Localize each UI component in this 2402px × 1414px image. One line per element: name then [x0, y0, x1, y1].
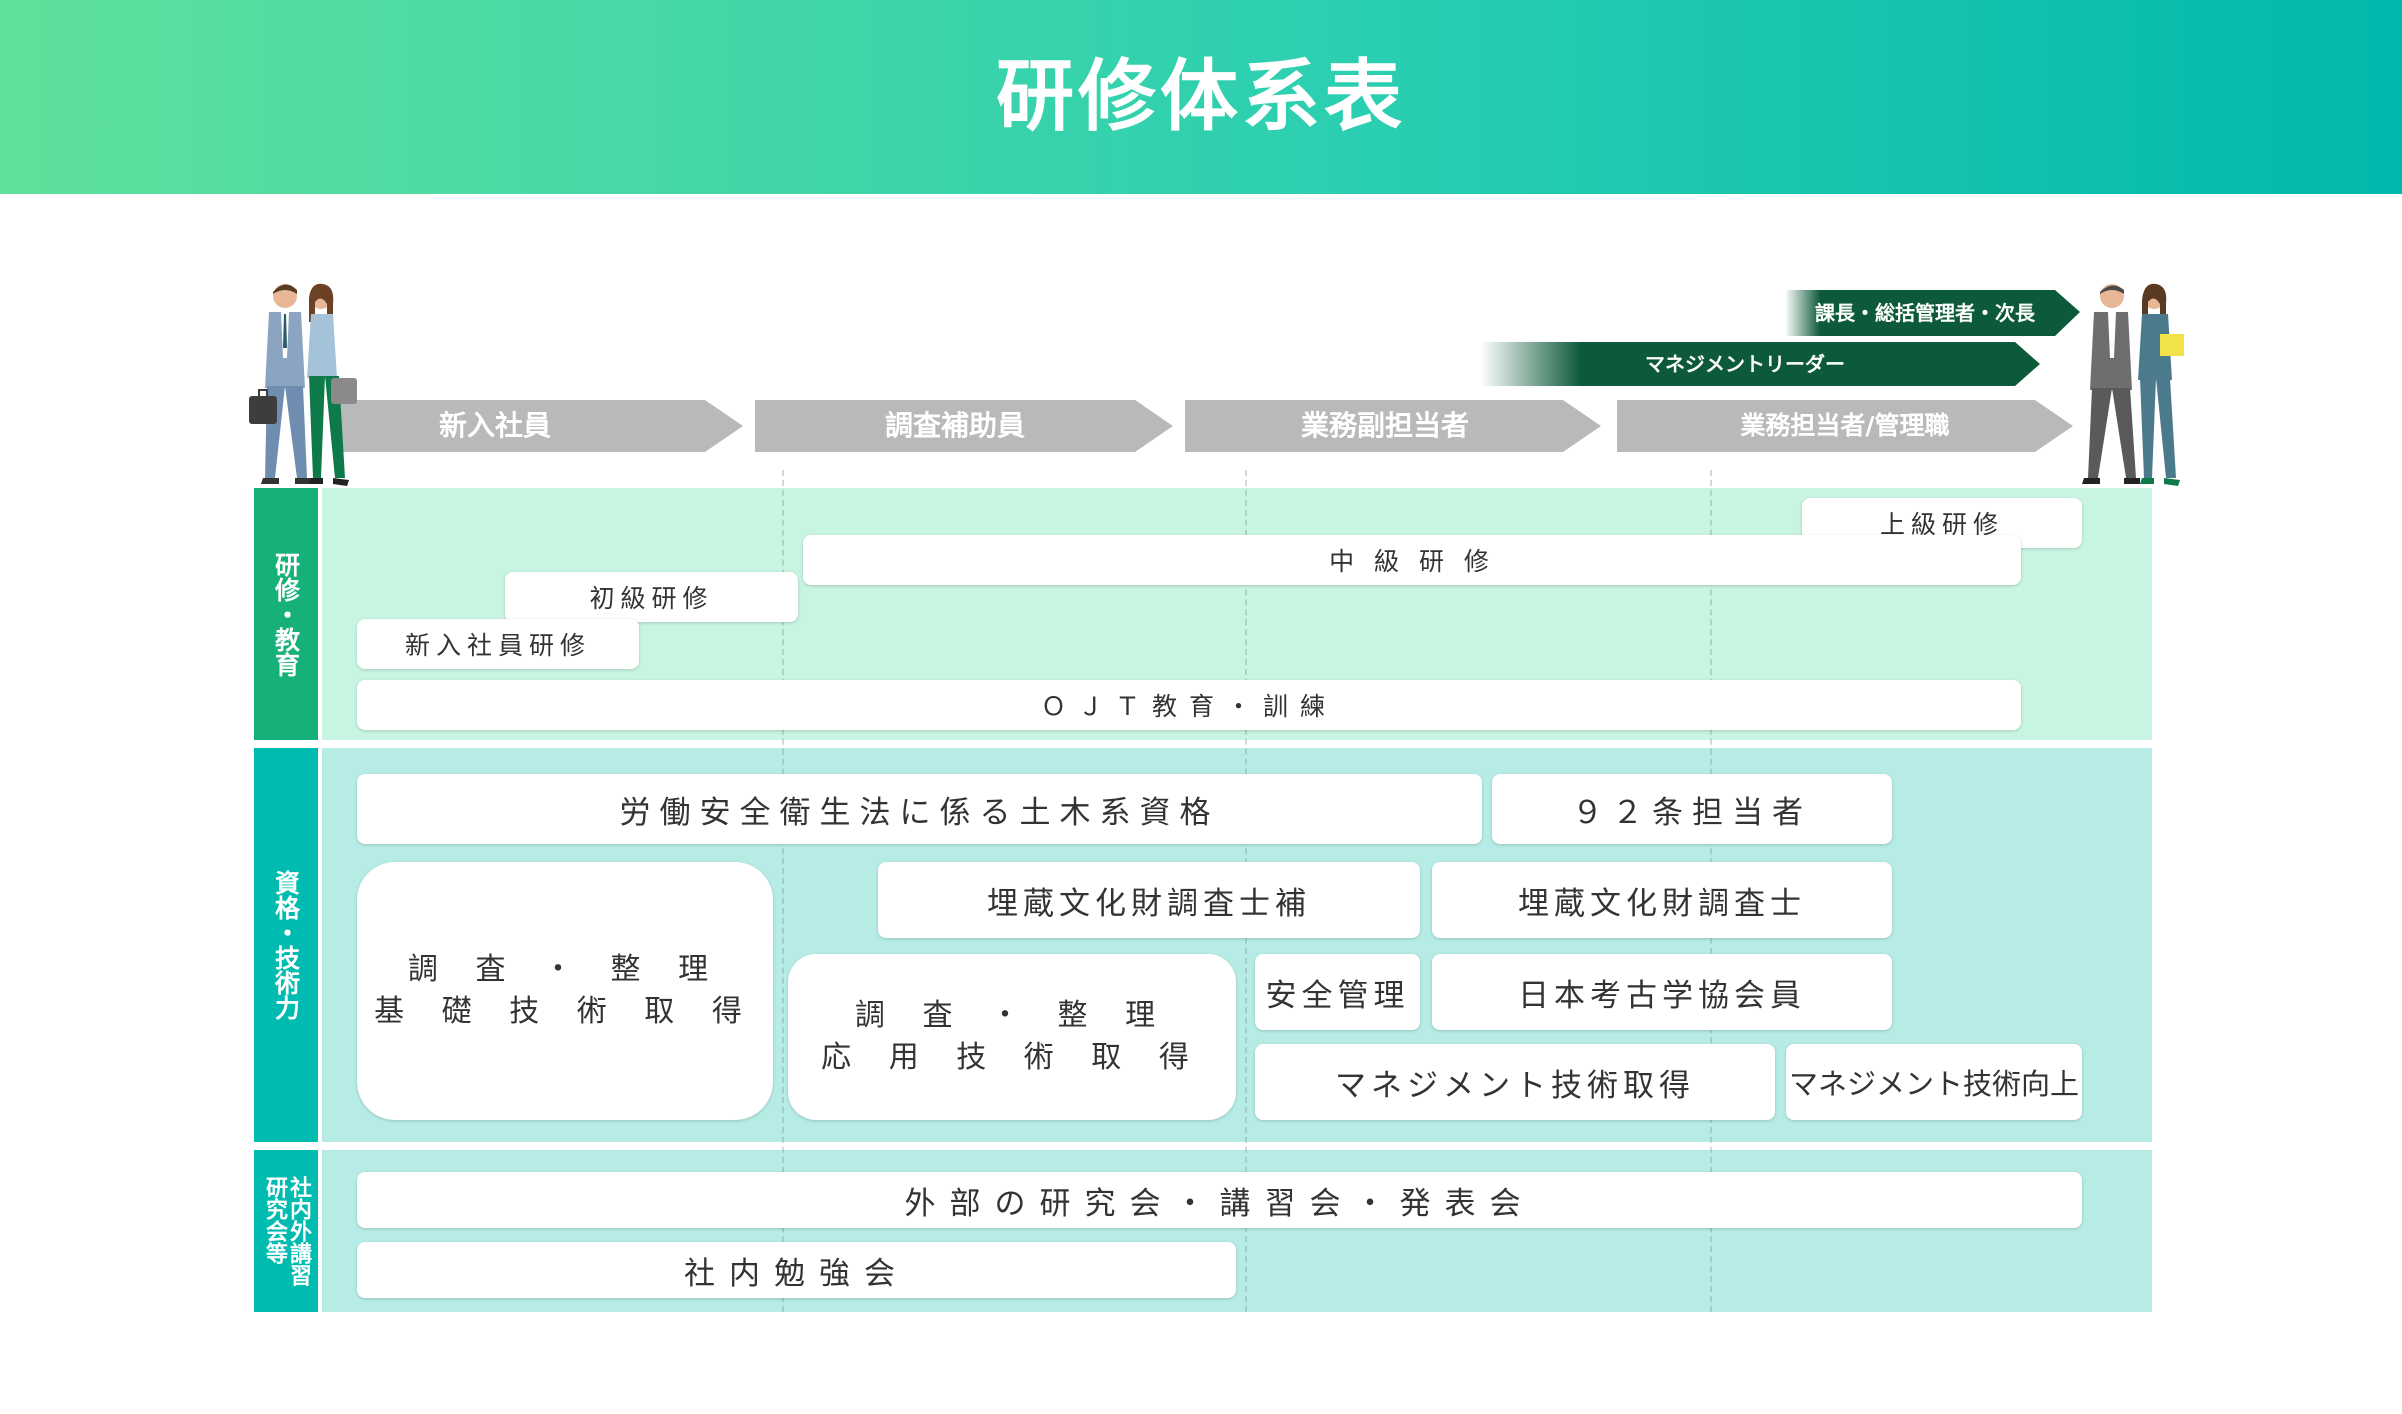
- middle-training-box: 中 級 研 修: [803, 535, 2021, 585]
- stage-arrow-1: [335, 400, 743, 452]
- stage-label-1: 新入社員: [438, 409, 551, 442]
- role-arrow-top: [1785, 290, 2080, 336]
- management-acquire-box: マネジメント技術取得: [1255, 1044, 1775, 1120]
- newcomer-training-box: 新入社員研修: [357, 619, 639, 669]
- basic-skill-box: 調 査 ・ 整 理 基 礎 技 術 取 得: [357, 862, 773, 1120]
- beginner-training-box: 初級研修: [505, 572, 798, 622]
- external-label-line2: 研究会等: [262, 1176, 287, 1264]
- article92-box: ９２条担当者: [1492, 774, 1892, 844]
- stage-label-3: 業務副担当者: [1300, 409, 1469, 442]
- role-arrows: [1480, 290, 2080, 386]
- qualification-label-text: 資格・技術力: [271, 870, 301, 1020]
- qualification-section-label: 資格・技術力: [254, 748, 318, 1142]
- page-title: 研修体系表: [995, 52, 1406, 142]
- safety-management-box: 安全管理: [1255, 954, 1420, 1030]
- role-label-top: 課長・総括管理者・次長: [1815, 301, 2035, 325]
- role-label-mid: マネジメントリーダー: [1645, 352, 1845, 376]
- external-section-label: 社内外講習 研究会等: [254, 1150, 318, 1312]
- cultural-asset-assistant-box: 埋蔵文化財調査士補: [878, 862, 1420, 938]
- stage-divider-1: [782, 470, 784, 1312]
- walking-people-right-icon: [2082, 283, 2184, 486]
- internal-study-box: 社内勉強会: [357, 1242, 1236, 1298]
- stage-arrow-2: [755, 400, 1173, 452]
- archaeology-association-box: 日本考古学協会員: [1432, 954, 1892, 1030]
- cultural-asset-surveyor-box: 埋蔵文化財調査士: [1432, 862, 1892, 938]
- stage-arrow-3: [1185, 400, 1601, 452]
- labor-law-qualification-box: 労働安全衛生法に係る土木系資格: [357, 774, 1482, 844]
- management-improve-box: マネジメント技術向上: [1786, 1044, 2082, 1120]
- training-label-text: 研修・教育: [271, 551, 301, 677]
- stage-arrows: [335, 400, 2073, 452]
- external-label-line1: 社内外講習: [286, 1176, 311, 1286]
- stage-arrow-4: [1617, 400, 2073, 452]
- ojt-training-box: ＯＪＴ教育・訓練: [357, 680, 2021, 730]
- stage-label-4: 業務担当者/管理職: [1740, 411, 1950, 440]
- header-banner: [0, 0, 2402, 194]
- stage-label-2: 調査補助員: [884, 409, 1025, 442]
- training-section-label: 研修・教育: [254, 488, 318, 740]
- applied-skill-box: 調 査 ・ 整 理 応 用 技 術 取 得: [788, 954, 1236, 1120]
- walking-people-left-icon: [249, 283, 357, 486]
- role-arrow-mid: [1480, 342, 2040, 386]
- external-study-box: 外部の研究会・講習会・発表会: [357, 1172, 2082, 1228]
